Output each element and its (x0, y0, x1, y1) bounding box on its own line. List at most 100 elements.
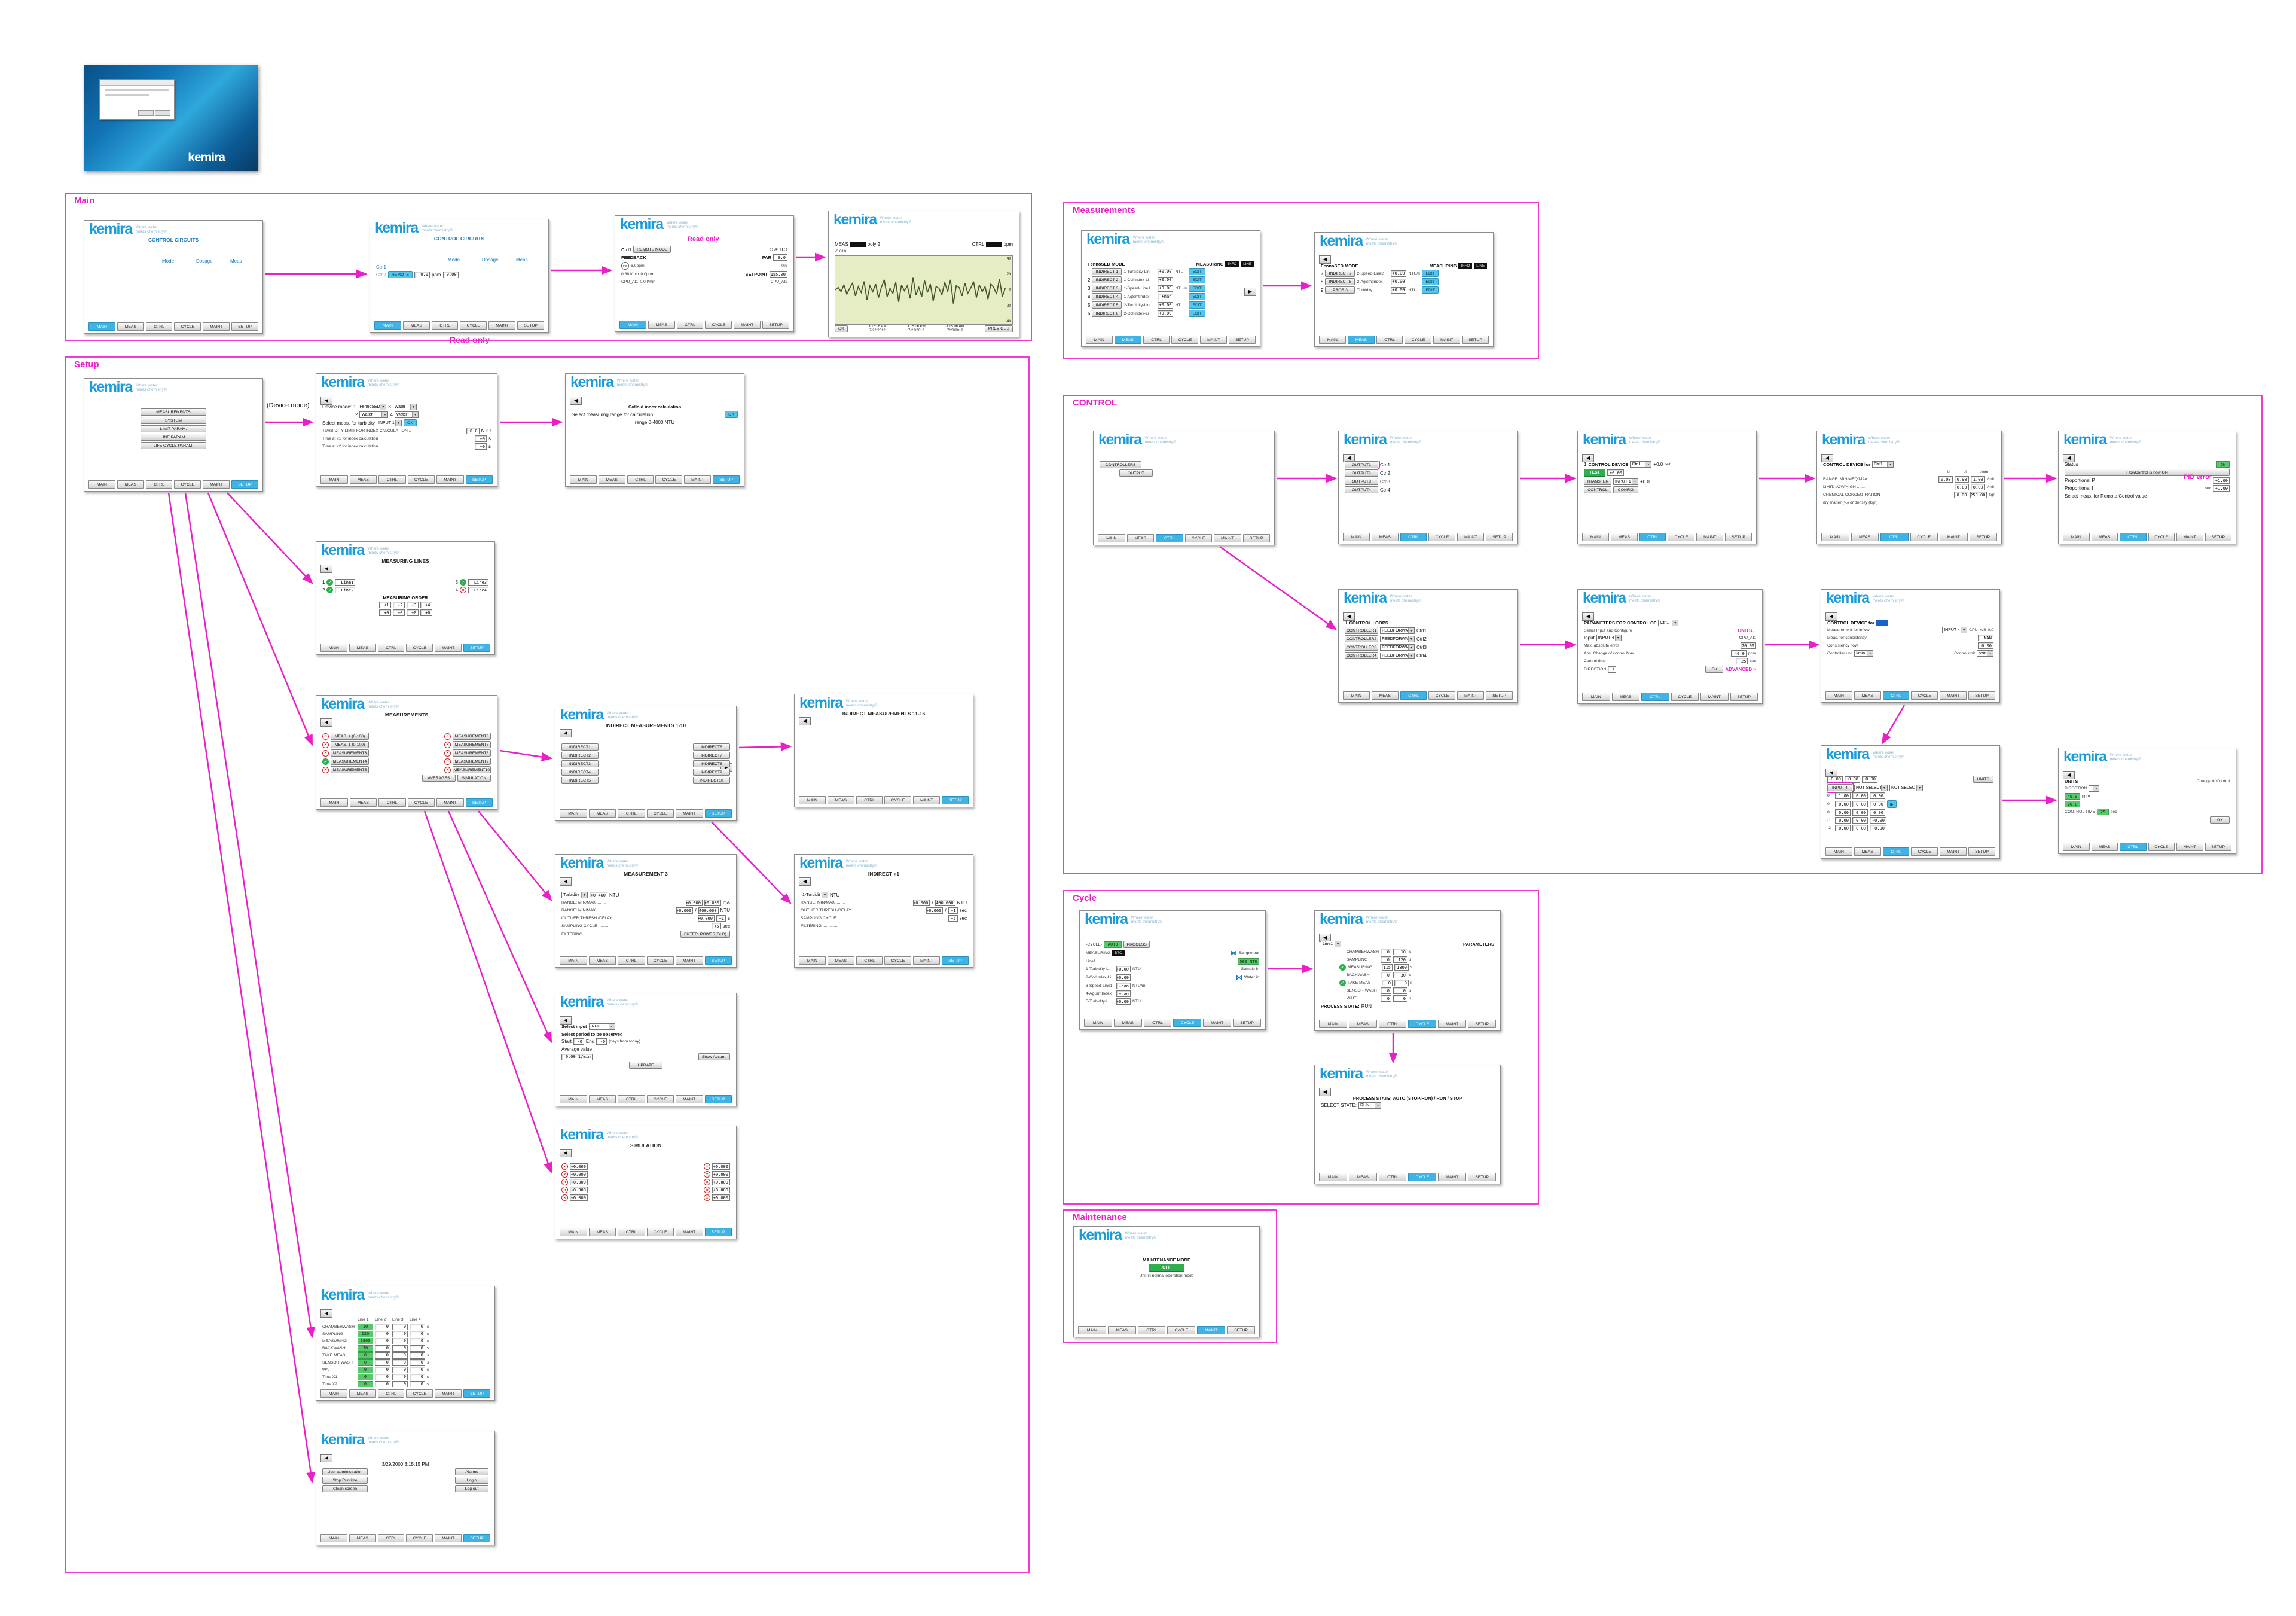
value-field[interactable]: +0 (392, 609, 405, 616)
nav-main[interactable]: MAIN (1098, 534, 1125, 542)
nav-maint[interactable]: MAINT (488, 321, 516, 330)
value-field[interactable]: 0.0 (414, 271, 430, 278)
previous-button[interactable]: PREVIOUS (984, 325, 1013, 332)
nav-ctrl[interactable]: CTRL (377, 644, 405, 652)
value-field[interactable]: +0.000 (712, 1187, 730, 1193)
nav-cycle[interactable]: CYCLE (406, 1389, 433, 1398)
button[interactable]: MEASUREMENT7 (453, 741, 491, 748)
nav-ctrl[interactable]: CTRL (618, 956, 645, 965)
nav-maint[interactable]: MAINT (676, 809, 703, 818)
nav-main[interactable]: MAIN (560, 809, 587, 818)
ok-button[interactable]: OK (404, 419, 417, 426)
button[interactable]: INDIRECT 1 (1092, 268, 1122, 275)
nav-setup[interactable]: SETUP (1730, 693, 1758, 701)
nav-maint[interactable]: MAINT (1457, 533, 1485, 541)
button[interactable]: INDIRECT 6 (1092, 310, 1122, 317)
back-button[interactable]: ◀ (1582, 454, 1594, 462)
value-field[interactable]: +0.000 (676, 907, 694, 914)
nav-meas[interactable]: MEAS (598, 475, 625, 484)
nav-cycle[interactable]: CYCLE (1408, 1173, 1437, 1181)
nav-main[interactable]: MAIN (1825, 847, 1852, 856)
button[interactable]: INDIRECT 3 (1092, 285, 1122, 292)
green-value-field[interactable]: 0 (358, 1359, 373, 1366)
nav-meas[interactable]: MEAS (117, 480, 144, 489)
back-button[interactable]: ◀ (799, 717, 811, 725)
button[interactable]: MEAS. 1 (0-100) (331, 741, 369, 748)
ok-button[interactable]: OK (835, 325, 848, 332)
nav-meas[interactable]: MEAS (2091, 843, 2118, 851)
filter-button[interactable]: FILTER: POWER(OLD) (680, 931, 730, 938)
nav-meas[interactable]: MEAS (1107, 1326, 1136, 1334)
output3-button[interactable]: OUTPUT3 (1345, 478, 1378, 485)
value-field[interactable]: 0.00 (1835, 817, 1851, 824)
value-field[interactable]: 0.00 (1852, 792, 1868, 799)
button[interactable]: INDIRECT10 (693, 777, 730, 784)
button[interactable]: MEASUREMENT3 (331, 749, 369, 757)
back-button[interactable]: ◀ (320, 1309, 332, 1318)
nav-main[interactable]: MAIN (1319, 1173, 1347, 1181)
nav-meas[interactable]: MEAS (349, 1534, 376, 1542)
value-field[interactable]: 0 (1393, 995, 1407, 1002)
ok-button[interactable]: OK (725, 411, 738, 418)
nav-setup[interactable]: SETUP (942, 956, 969, 965)
nav-maint[interactable]: MAINT (1457, 691, 1485, 700)
value-field[interactable]: +4 (420, 602, 432, 608)
value-field[interactable]: +0-460 (590, 892, 607, 898)
nav-maint[interactable]: MAINT (1200, 336, 1228, 344)
nav-cycle[interactable]: CYCLE (1671, 693, 1699, 701)
nav-setup[interactable]: SETUP (463, 644, 490, 652)
green-value-field[interactable]: AUTO (1104, 941, 1122, 948)
controller2-button[interactable]: CONTROLLER2 (1345, 635, 1378, 642)
edit-button[interactable]: EDIT (1189, 293, 1205, 300)
value-field[interactable]: 155.00 (770, 271, 787, 278)
value-field[interactable]: 70.00 (1741, 642, 1756, 649)
nav-main[interactable]: MAIN (570, 475, 597, 484)
value-field[interactable]: +0.000 (712, 1194, 730, 1201)
input4-button[interactable]: INPUT 4 (1827, 782, 1854, 793)
edit-button[interactable]: EDIT (1189, 310, 1205, 317)
nav-main[interactable]: MAIN (799, 956, 826, 965)
nav-setup[interactable]: SETUP (463, 1389, 490, 1398)
value-field[interactable]: +0 (475, 435, 487, 442)
nav-ctrl[interactable]: CTRL (1378, 1020, 1407, 1028)
button[interactable]: INDIRECT7 (693, 752, 730, 759)
nav-maint[interactable]: MAINT (676, 1095, 703, 1103)
nav-main[interactable]: MAIN (320, 1534, 347, 1542)
nav-maint[interactable]: MAINT (203, 322, 230, 331)
green-value-field[interactable]: 25 (2096, 809, 2109, 815)
value-field[interactable]: 0 (410, 1330, 425, 1337)
value-field[interactable]: +2 (392, 602, 405, 608)
value-field[interactable]: 0 (1381, 956, 1391, 963)
value-field[interactable]: 0 (392, 1373, 408, 1380)
value-field[interactable]: 0.00 (1835, 801, 1851, 807)
back-button[interactable]: ◀ (1319, 255, 1331, 264)
button[interactable]: INDIRECT2 (561, 752, 599, 759)
button[interactable]: INDIRECT1 (561, 743, 599, 751)
value-field[interactable]: 120 (1393, 956, 1407, 963)
nav-main[interactable]: MAIN (320, 1389, 347, 1398)
green-value-field[interactable]: 500 NTU (1238, 958, 1259, 965)
nav-meas[interactable]: MEAS (827, 796, 854, 804)
value-field[interactable]: +0.000 (913, 900, 930, 906)
nav-cycle[interactable]: CYCLE (1173, 1019, 1202, 1027)
dropdown[interactable]: INPUT 4 (1596, 635, 1622, 641)
green-value-field[interactable]: 40.0 (2065, 793, 2080, 800)
edit-button[interactable]: EDIT (1422, 270, 1439, 277)
life-cycle-param-menu-button[interactable]: LIFE CYCLE PARAM. (141, 442, 206, 449)
nav-meas[interactable]: MEAS (1113, 1019, 1142, 1027)
value-field[interactable]: -0.00 (1870, 817, 1886, 824)
dropdown[interactable]: Turbidity (561, 892, 588, 898)
value-field[interactable]: +0.00 (1158, 301, 1174, 309)
value-field[interactable]: +400.000 (698, 907, 719, 914)
nav-setup[interactable]: SETUP (1486, 533, 1513, 541)
config-button[interactable]: CONFIG (1613, 486, 1638, 493)
edit-button[interactable]: EDIT (1422, 286, 1439, 294)
dropdown[interactable]: INPUT 1 (377, 419, 402, 426)
green-value-field[interactable]: 20.0 (2065, 801, 2080, 807)
nav-meas[interactable]: MEAS (1348, 1173, 1377, 1181)
nav-ctrl[interactable]: CTRL (676, 321, 704, 329)
nav-setup[interactable]: SETUP (1462, 336, 1489, 344)
green-value-field[interactable]: ON (2216, 461, 2230, 468)
clean-screen-button[interactable]: Clean screen (322, 1485, 368, 1492)
nav-maint[interactable]: MAINT (1940, 847, 1967, 856)
